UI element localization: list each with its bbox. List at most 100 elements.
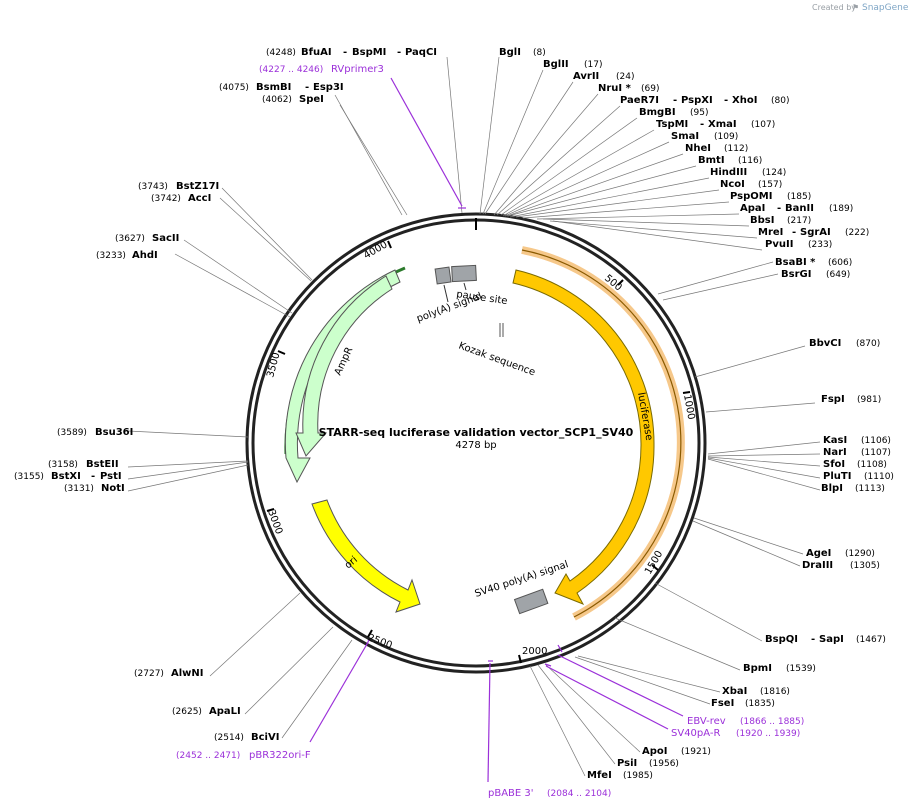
site-pos-hindiii: (124)	[762, 168, 786, 178]
site-xbai[interactable]: XbaI	[722, 686, 747, 697]
site-apai[interactable]: ApaI	[740, 203, 765, 214]
site-pos-nhei: (112)	[724, 144, 748, 154]
site-bstxi[interactable]: BstXI	[51, 471, 81, 482]
site-pos-mfei: (1985)	[623, 771, 653, 781]
site-pos-kasi: (1106)	[861, 436, 891, 446]
site-pos-draiii: (1305)	[850, 561, 880, 571]
primer-pos-sv40pa-r: (1920 .. 1939)	[736, 729, 800, 739]
site-bfuai[interactable]: BfuAI	[301, 47, 332, 58]
site-apoi[interactable]: ApoI	[642, 746, 668, 757]
primer-pbr322ori[interactable]: pBR322ori-F	[249, 750, 311, 761]
primer-rvprimer3[interactable]: RVprimer3	[331, 64, 384, 75]
site-hindiii[interactable]: HindIII	[710, 167, 747, 178]
site-sep-1: -	[343, 47, 347, 58]
site-psti[interactable]: PstI	[100, 471, 122, 482]
site-bmgbi[interactable]: BmgBI	[639, 107, 676, 118]
site-ahdi[interactable]: Bsu36I	[95, 427, 133, 438]
site-blpi[interactable]: BlpI	[821, 483, 843, 494]
site-alwni[interactable]: AlwNI	[171, 668, 204, 679]
site-pos-xmai: (107)	[751, 120, 775, 130]
site-pos-nrui: (69)	[641, 84, 659, 94]
site-agei[interactable]: AgeI	[806, 548, 831, 559]
site-pos-psii: (1956)	[649, 759, 679, 769]
site-sep-7: -	[777, 203, 781, 214]
site-ncoi[interactable]: NcoI	[720, 179, 745, 190]
site-avrii[interactable]: AvrII	[573, 71, 599, 82]
site-bsabi[interactable]: BsaBI *	[775, 257, 816, 268]
site-pos-apoi: (1921)	[681, 747, 711, 757]
site-kasi[interactable]: KasI	[823, 435, 847, 446]
primer-ebv-rev[interactable]: EBV-rev	[687, 716, 726, 727]
site-bsu36i[interactable]: AhdI	[132, 250, 158, 261]
site-pluti[interactable]: PluTI	[823, 471, 851, 482]
site-draiii[interactable]: DraIII	[802, 560, 833, 571]
site-bsmbi[interactable]: BsmBI	[256, 82, 291, 93]
site-xmai[interactable]: XmaI	[708, 119, 737, 130]
site-pos-acci: (3742)	[151, 194, 181, 204]
site-bgli[interactable]: BglI	[499, 47, 521, 58]
site-esp3i[interactable]: Esp3I	[313, 82, 344, 93]
site-fspi[interactable]: FspI	[821, 394, 845, 405]
site-bcivi[interactable]: BciVI	[251, 732, 279, 743]
site-sapi[interactable]: SapI	[819, 634, 844, 645]
site-sep-4: -	[673, 95, 677, 106]
site-banii[interactable]: BanII	[785, 203, 814, 214]
site-tspmi[interactable]: TspMI	[656, 119, 688, 130]
site-pos-bstxi: (3155)	[14, 472, 44, 482]
site-paqci[interactable]: PaqCI	[405, 47, 437, 58]
primer-sv40pa-r[interactable]: SV40pA-R	[671, 728, 720, 739]
primer-pos-pbabe3: (2084 .. 2104)	[547, 789, 611, 799]
pause-site-feature	[451, 264, 477, 283]
site-sep-3: -	[305, 82, 309, 93]
tick-label-1000: 1000	[681, 394, 696, 421]
site-bsteii[interactable]: BstEII	[86, 459, 119, 470]
backbone-outer	[245, 212, 707, 674]
site-bbsi[interactable]: BbsI	[750, 215, 774, 226]
site-sgrai[interactable]: SgrAI	[800, 227, 831, 238]
site-fsei[interactable]: FseI	[711, 698, 734, 709]
kozak-label: Kozak sequence	[457, 340, 537, 378]
site-bbvci[interactable]: BbvCI	[809, 338, 841, 349]
tick-label-2000: 2000	[522, 646, 547, 657]
site-pos-xbai: (1816)	[760, 687, 790, 697]
site-spei[interactable]: SpeI	[299, 94, 324, 105]
ampr-arrow	[295, 275, 393, 457]
site-sfoi[interactable]: SfoI	[823, 459, 845, 470]
site-mrei[interactable]: MreI	[758, 227, 783, 238]
tick-marks	[266, 240, 691, 664]
site-apali[interactable]: ApaLI	[209, 706, 241, 717]
site-nrui[interactable]: NruI *	[598, 83, 632, 94]
site-bglii[interactable]: BglII	[543, 59, 569, 70]
site-paer7i[interactable]: PaeR7I	[620, 95, 659, 106]
site-pvuii[interactable]: PvuII	[765, 239, 793, 250]
site-pos-fsei: (1835)	[745, 699, 775, 709]
poly-a-signal-feature	[434, 266, 452, 285]
site-nhei[interactable]: NheI	[685, 143, 711, 154]
site-pos-bgli: (8)	[533, 48, 546, 58]
site-pspxi[interactable]: PspXI	[681, 95, 713, 106]
site-pspomi[interactable]: PspOMI	[730, 191, 772, 202]
sv40-polya-label: SV40 poly(A) signal	[474, 559, 570, 600]
pause-site-leader	[463, 282, 467, 291]
site-pos-avrii: (24)	[616, 72, 634, 82]
site-bstz17i[interactable]: BstZ17I	[176, 181, 219, 192]
site-sep-2: -	[397, 47, 401, 58]
site-psii[interactable]: PsiI	[617, 758, 637, 769]
site-bspqi[interactable]: BspQI	[765, 634, 798, 645]
site-nari[interactable]: NarI	[823, 447, 847, 458]
site-pos-pluti: (1110)	[864, 472, 894, 482]
site-sacii[interactable]: SacII	[152, 233, 179, 244]
site-pos-bfuai: (4248)	[266, 48, 296, 58]
site-acci[interactable]: AccI	[188, 193, 211, 204]
site-noti[interactable]: NotI	[101, 483, 125, 494]
site-xhoi[interactable]: XhoI	[732, 95, 757, 106]
poly-a-leader	[443, 284, 449, 303]
site-bmti[interactable]: BmtI	[698, 155, 725, 166]
primer-pbabe3[interactable]: pBABE 3'	[488, 788, 534, 799]
site-smai[interactable]: SmaI	[671, 131, 699, 142]
site-bsrgi[interactable]: BsrGI	[781, 269, 811, 280]
site-mfei[interactable]: MfeI	[587, 770, 612, 781]
site-bspmi[interactable]: BspMI	[352, 47, 386, 58]
site-bpmi[interactable]: BpmI	[743, 663, 772, 674]
site-pos-bbsi: (217)	[787, 216, 811, 226]
